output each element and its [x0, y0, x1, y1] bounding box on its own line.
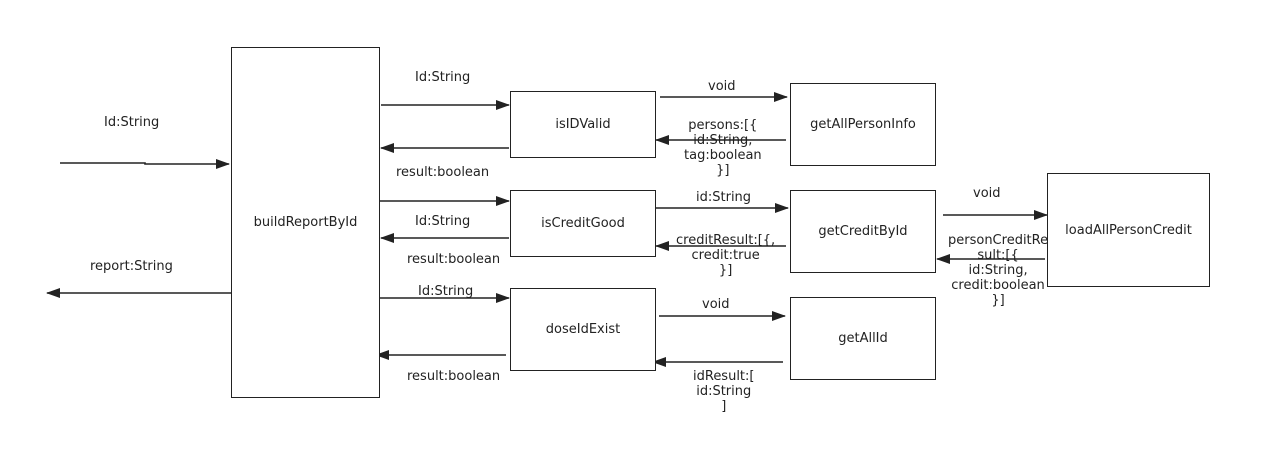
edge-label-from-isIDValid: result:boolean: [396, 165, 490, 180]
edge-label-from-doseIdExist: result:boolean: [407, 369, 501, 384]
node-label: buildReportById: [253, 215, 358, 230]
edge-label-output-report: report:String: [90, 259, 173, 274]
edge-label-from-getAllId: idResult:[ id:String ]: [693, 369, 755, 414]
node-label: getCreditById: [818, 224, 908, 239]
edge-label-to-getAllId: void: [702, 297, 730, 312]
node-doseIdExist: doseIdExist: [510, 288, 656, 371]
edge-label-to-doseIdExist: Id:String: [418, 284, 474, 299]
edge-label-to-isIDValid: Id:String: [415, 70, 471, 85]
node-label: getAllPersonInfo: [810, 117, 916, 132]
node-getCreditById: getCreditById: [790, 190, 936, 273]
node-label: doseIdExist: [545, 322, 621, 337]
node-loadAllPersonCredit: loadAllPersonCredit: [1047, 173, 1210, 287]
edge-label-to-getAllPersonInfo: void: [708, 79, 736, 94]
edge-label-input-id: Id:String: [104, 115, 160, 130]
edge-label-from-loadAllPersonCredit: personCreditRe sult:[{ id:String, credit…: [948, 233, 1049, 308]
node-label: isCreditGood: [541, 216, 625, 231]
edge-label-from-isCreditGood-id: Id:String: [415, 214, 471, 229]
node-label: isIDValid: [555, 117, 611, 132]
node-isCreditGood: isCreditGood: [510, 190, 656, 257]
arrow-input-id: [60, 159, 230, 169]
node-getAllId: getAllId: [790, 297, 936, 380]
node-label: loadAllPersonCredit: [1065, 222, 1192, 238]
node-buildReportById: buildReportById: [231, 47, 380, 398]
edge-label-from-getAllPersonInfo: persons:[{ id:String, tag:boolean }]: [684, 118, 762, 178]
edge-label-from-getCreditById: creditResult:[{, credit:true }]: [676, 233, 776, 278]
edge-label-to-getCreditById: id:String: [696, 190, 752, 205]
edge-label-from-isCreditGood: result:boolean: [407, 252, 501, 267]
node-getAllPersonInfo: getAllPersonInfo: [790, 83, 936, 166]
node-isIDValid: isIDValid: [510, 91, 656, 158]
node-label: getAllId: [838, 331, 888, 346]
edge-label-to-loadAllPersonCredit: void: [973, 186, 1001, 201]
